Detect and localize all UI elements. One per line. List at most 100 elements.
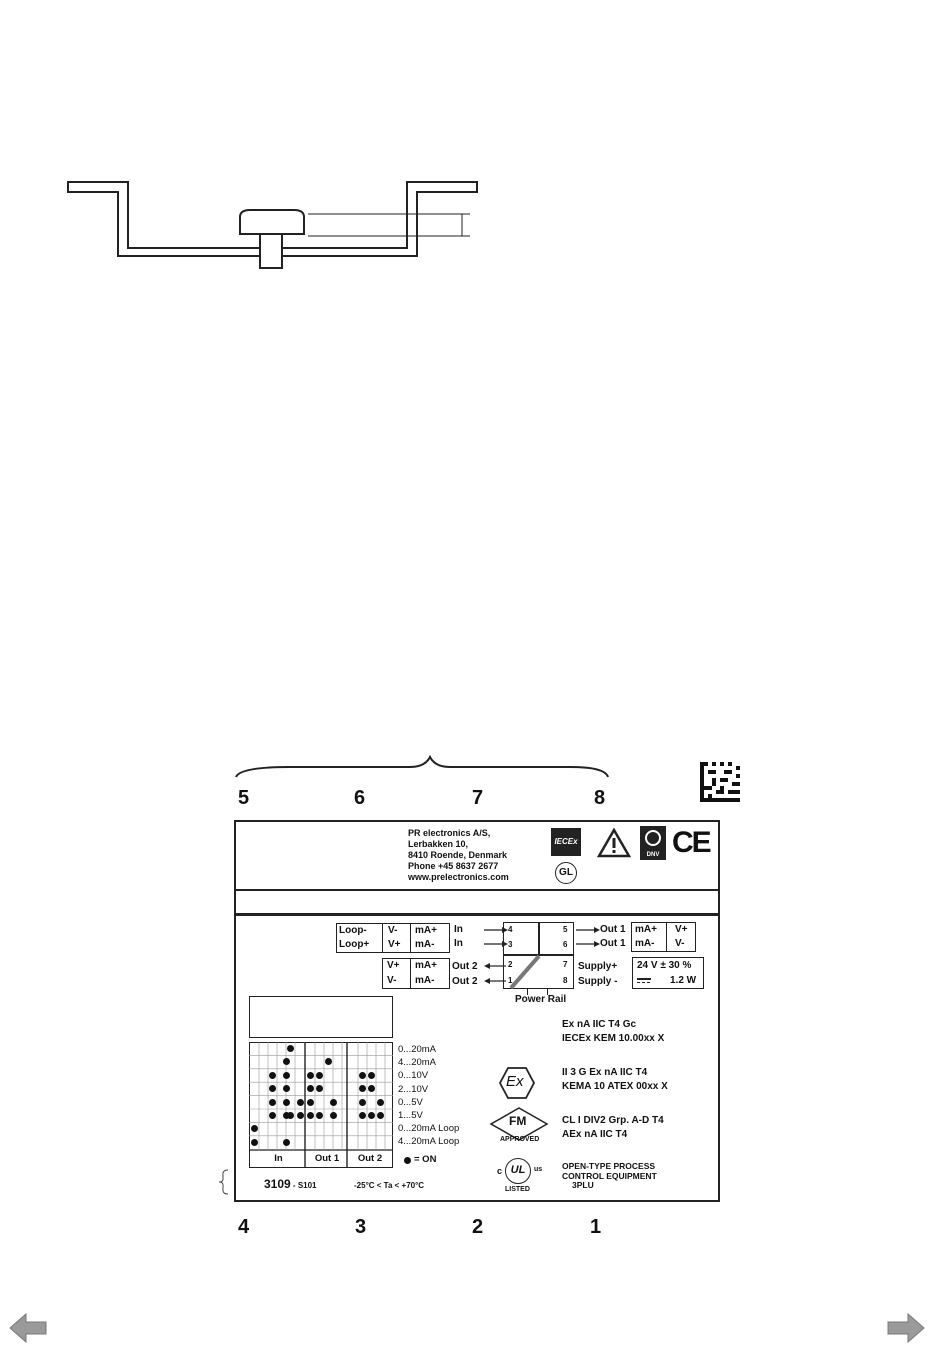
dip-on-dot [268, 1112, 276, 1119]
dip-on-dot [268, 1071, 276, 1079]
company-address: PR electronics A/S, Lerbakken 10, 8410 R… [408, 828, 509, 883]
atex-cert: II 3 G Ex nA IIC T4 KEMA 10 ATEX 00xx X [562, 1066, 668, 1094]
dip-on-dot [329, 1098, 337, 1106]
company-line: PR electronics A/S, [408, 828, 491, 838]
dip-on-dot [282, 1138, 290, 1146]
range-item: 4...20mA [398, 1057, 437, 1069]
ul-us-text: us [534, 1166, 543, 1173]
bottom-number-4: 4 [238, 1216, 250, 1238]
out1-box [631, 922, 696, 952]
ma-plus: mA+ [415, 925, 437, 936]
in-label: In [454, 924, 463, 935]
dip-on-dot [315, 1085, 323, 1093]
next-page-arrow-icon[interactable] [882, 1308, 928, 1348]
dip-header-out2: Out 2 [357, 1153, 383, 1164]
dip-on-dot [367, 1071, 375, 1079]
dip-on-dot [282, 1071, 290, 1079]
out1-label: Out 1 [600, 938, 626, 949]
dip-on-dot [296, 1098, 304, 1106]
dip-on-dot [376, 1098, 384, 1106]
fm-cert: CL I DIV2 Grp. A-D T4 AEx nA IIC T4 [562, 1114, 664, 1142]
dip-on-dot [268, 1085, 276, 1093]
datamatrix-code [700, 762, 740, 802]
company-line: Lerbakken 10, [408, 839, 469, 849]
dip-on-dot [367, 1085, 375, 1093]
terminal-5: 5 [563, 925, 568, 934]
out2-box [382, 958, 450, 989]
previous-page-arrow-icon[interactable] [6, 1308, 52, 1348]
gl-logo: GL [555, 862, 577, 884]
terminal-4: 4 [508, 925, 513, 934]
label-divider [236, 889, 718, 891]
top-number-5: 5 [238, 787, 250, 809]
dip-switch-grid [249, 1042, 393, 1168]
out1-ma-minus: mA- [635, 938, 655, 949]
company-line: 8410 Roende, Denmark [408, 850, 508, 860]
dip-on-dot [282, 1098, 290, 1106]
product-label [234, 820, 720, 1202]
v-minus: V- [388, 925, 398, 936]
fm-approved-icon [489, 1107, 549, 1141]
dip-on-dot [329, 1112, 337, 1119]
top-brace [235, 755, 609, 778]
range-list: 0...20mA 4...20mA 0...10V 2...10V 0...5V… [398, 1043, 459, 1149]
temperature-range: -25°C < Ta < +70°C [354, 1181, 425, 1190]
on-dot-legend [404, 1157, 411, 1164]
dip-on-dot [306, 1112, 314, 1119]
dip-on-dot [358, 1098, 366, 1106]
supply-power: 1.2 W [670, 975, 697, 986]
loop-plus: Loop+ [339, 939, 370, 950]
bottom-number-2: 2 [472, 1216, 484, 1238]
cert-line: KEMA 10 ATEX 00xx X [562, 1081, 668, 1092]
dip-on-dot [250, 1125, 258, 1133]
dnv-text: DNV [646, 852, 660, 858]
label-divider [236, 913, 718, 916]
cert-line: CL I DIV2 Grp. A-D T4 [562, 1115, 664, 1126]
fm-text: FM [509, 1114, 527, 1128]
dip-on-dot [286, 1045, 294, 1052]
range-item: 0...5V [398, 1096, 423, 1108]
company-line: Phone +45 8637 2677 [408, 861, 499, 871]
dip-on-dot [358, 1071, 366, 1079]
model-suffix: - S101 [290, 1181, 317, 1190]
cert-line: CONTROL EQUIPMENT [562, 1170, 657, 1181]
terminal-1: 1 [508, 976, 513, 985]
dip-on-dot [250, 1138, 258, 1146]
range-item: 1...5V [398, 1110, 423, 1122]
bottom-number-1: 1 [590, 1216, 602, 1238]
model-number: 3109 - S101 [264, 1177, 317, 1191]
supply-minus: Supply - [578, 976, 618, 987]
range-item: 0...10V [398, 1070, 429, 1082]
company-line: www.prelectronics.com [408, 872, 509, 882]
out1-ma-plus: mA+ [635, 924, 657, 935]
dip-on-dot [306, 1098, 314, 1106]
out2-label: Out 2 [452, 976, 478, 987]
top-number-7: 7 [472, 787, 484, 809]
out2-ma-minus: mA- [415, 975, 435, 986]
v-plus: V+ [388, 939, 401, 950]
dip-on-dot [315, 1071, 323, 1079]
side-brace [218, 1169, 229, 1195]
dip-on-dot [324, 1058, 332, 1066]
ul-listed-icon: UL [505, 1158, 531, 1184]
dip-on-dot [282, 1058, 290, 1066]
ul-cert: OPEN-TYPE PROCESS CONTROL EQUIPMENT 3PLU [562, 1161, 657, 1191]
terminal-7: 7 [563, 960, 568, 969]
ul-c-text: c [497, 1166, 503, 1176]
atex-ex-icon [498, 1067, 536, 1099]
dip-dots [249, 1042, 393, 1152]
supply-voltage: 24 V ± 30 % [637, 960, 692, 971]
in-label: In [454, 938, 463, 949]
cert-line: 3PLU [572, 1180, 594, 1190]
dip-on-dot [358, 1112, 366, 1119]
supply-plus: Supply+ [578, 961, 618, 972]
range-item: 2...10V [398, 1083, 429, 1095]
cert-line: II 3 G Ex nA IIC T4 [562, 1067, 648, 1078]
top-number-8: 8 [594, 787, 606, 809]
iecex-cert: Ex nA IIC T4 Gc IECEx KEM 10.00xx X [562, 1018, 664, 1046]
top-number-6: 6 [354, 787, 366, 809]
dip-on-dot [282, 1085, 290, 1093]
bottom-number-3: 3 [355, 1216, 367, 1238]
iecex-logo: IECEx [551, 828, 581, 856]
terminal-diagonal [509, 954, 541, 989]
